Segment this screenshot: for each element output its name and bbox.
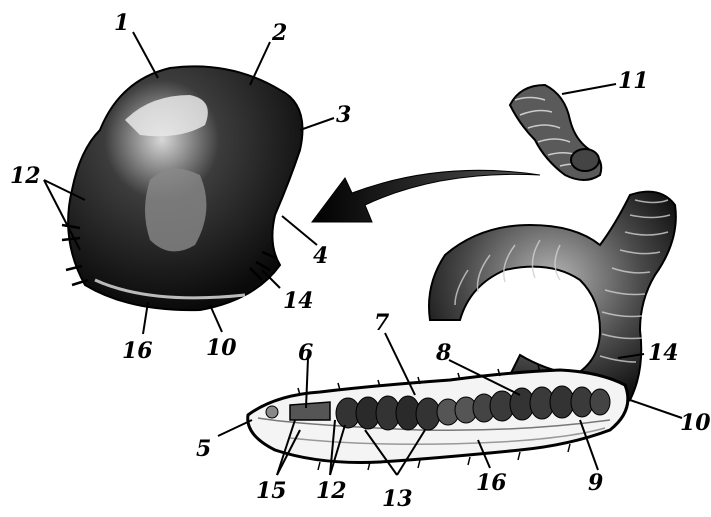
- label-10-body: 10: [680, 410, 711, 436]
- cerebral-ganglion: [266, 406, 278, 418]
- label-14-body: 14: [648, 340, 679, 366]
- label-16-head: 16: [122, 338, 153, 364]
- label-4: 4: [313, 243, 328, 269]
- label-5: 5: [196, 436, 211, 462]
- label-6: 6: [298, 340, 313, 366]
- magnification-arrow: [312, 170, 540, 222]
- label-10-head: 10: [206, 335, 237, 361]
- label-2: 2: [271, 20, 287, 46]
- label-12-body: 12: [316, 478, 347, 504]
- label-15: 15: [256, 478, 287, 504]
- label-8: 8: [435, 340, 451, 366]
- worm-fragment: [510, 85, 601, 180]
- fragment-cut-end: [571, 149, 599, 171]
- pharynx: [290, 402, 330, 420]
- label-7: 7: [374, 310, 390, 336]
- label-1: 1: [114, 10, 129, 36]
- label-12-head: 12: [10, 163, 41, 189]
- dissected-worm: [248, 365, 628, 470]
- label-13: 13: [382, 486, 413, 512]
- label-14-head: 14: [283, 288, 314, 314]
- mouth-region: [145, 169, 206, 252]
- label-9: 9: [588, 470, 603, 496]
- label-3: 3: [336, 102, 351, 128]
- label-11: 11: [618, 68, 649, 94]
- label-16-body: 16: [476, 470, 507, 496]
